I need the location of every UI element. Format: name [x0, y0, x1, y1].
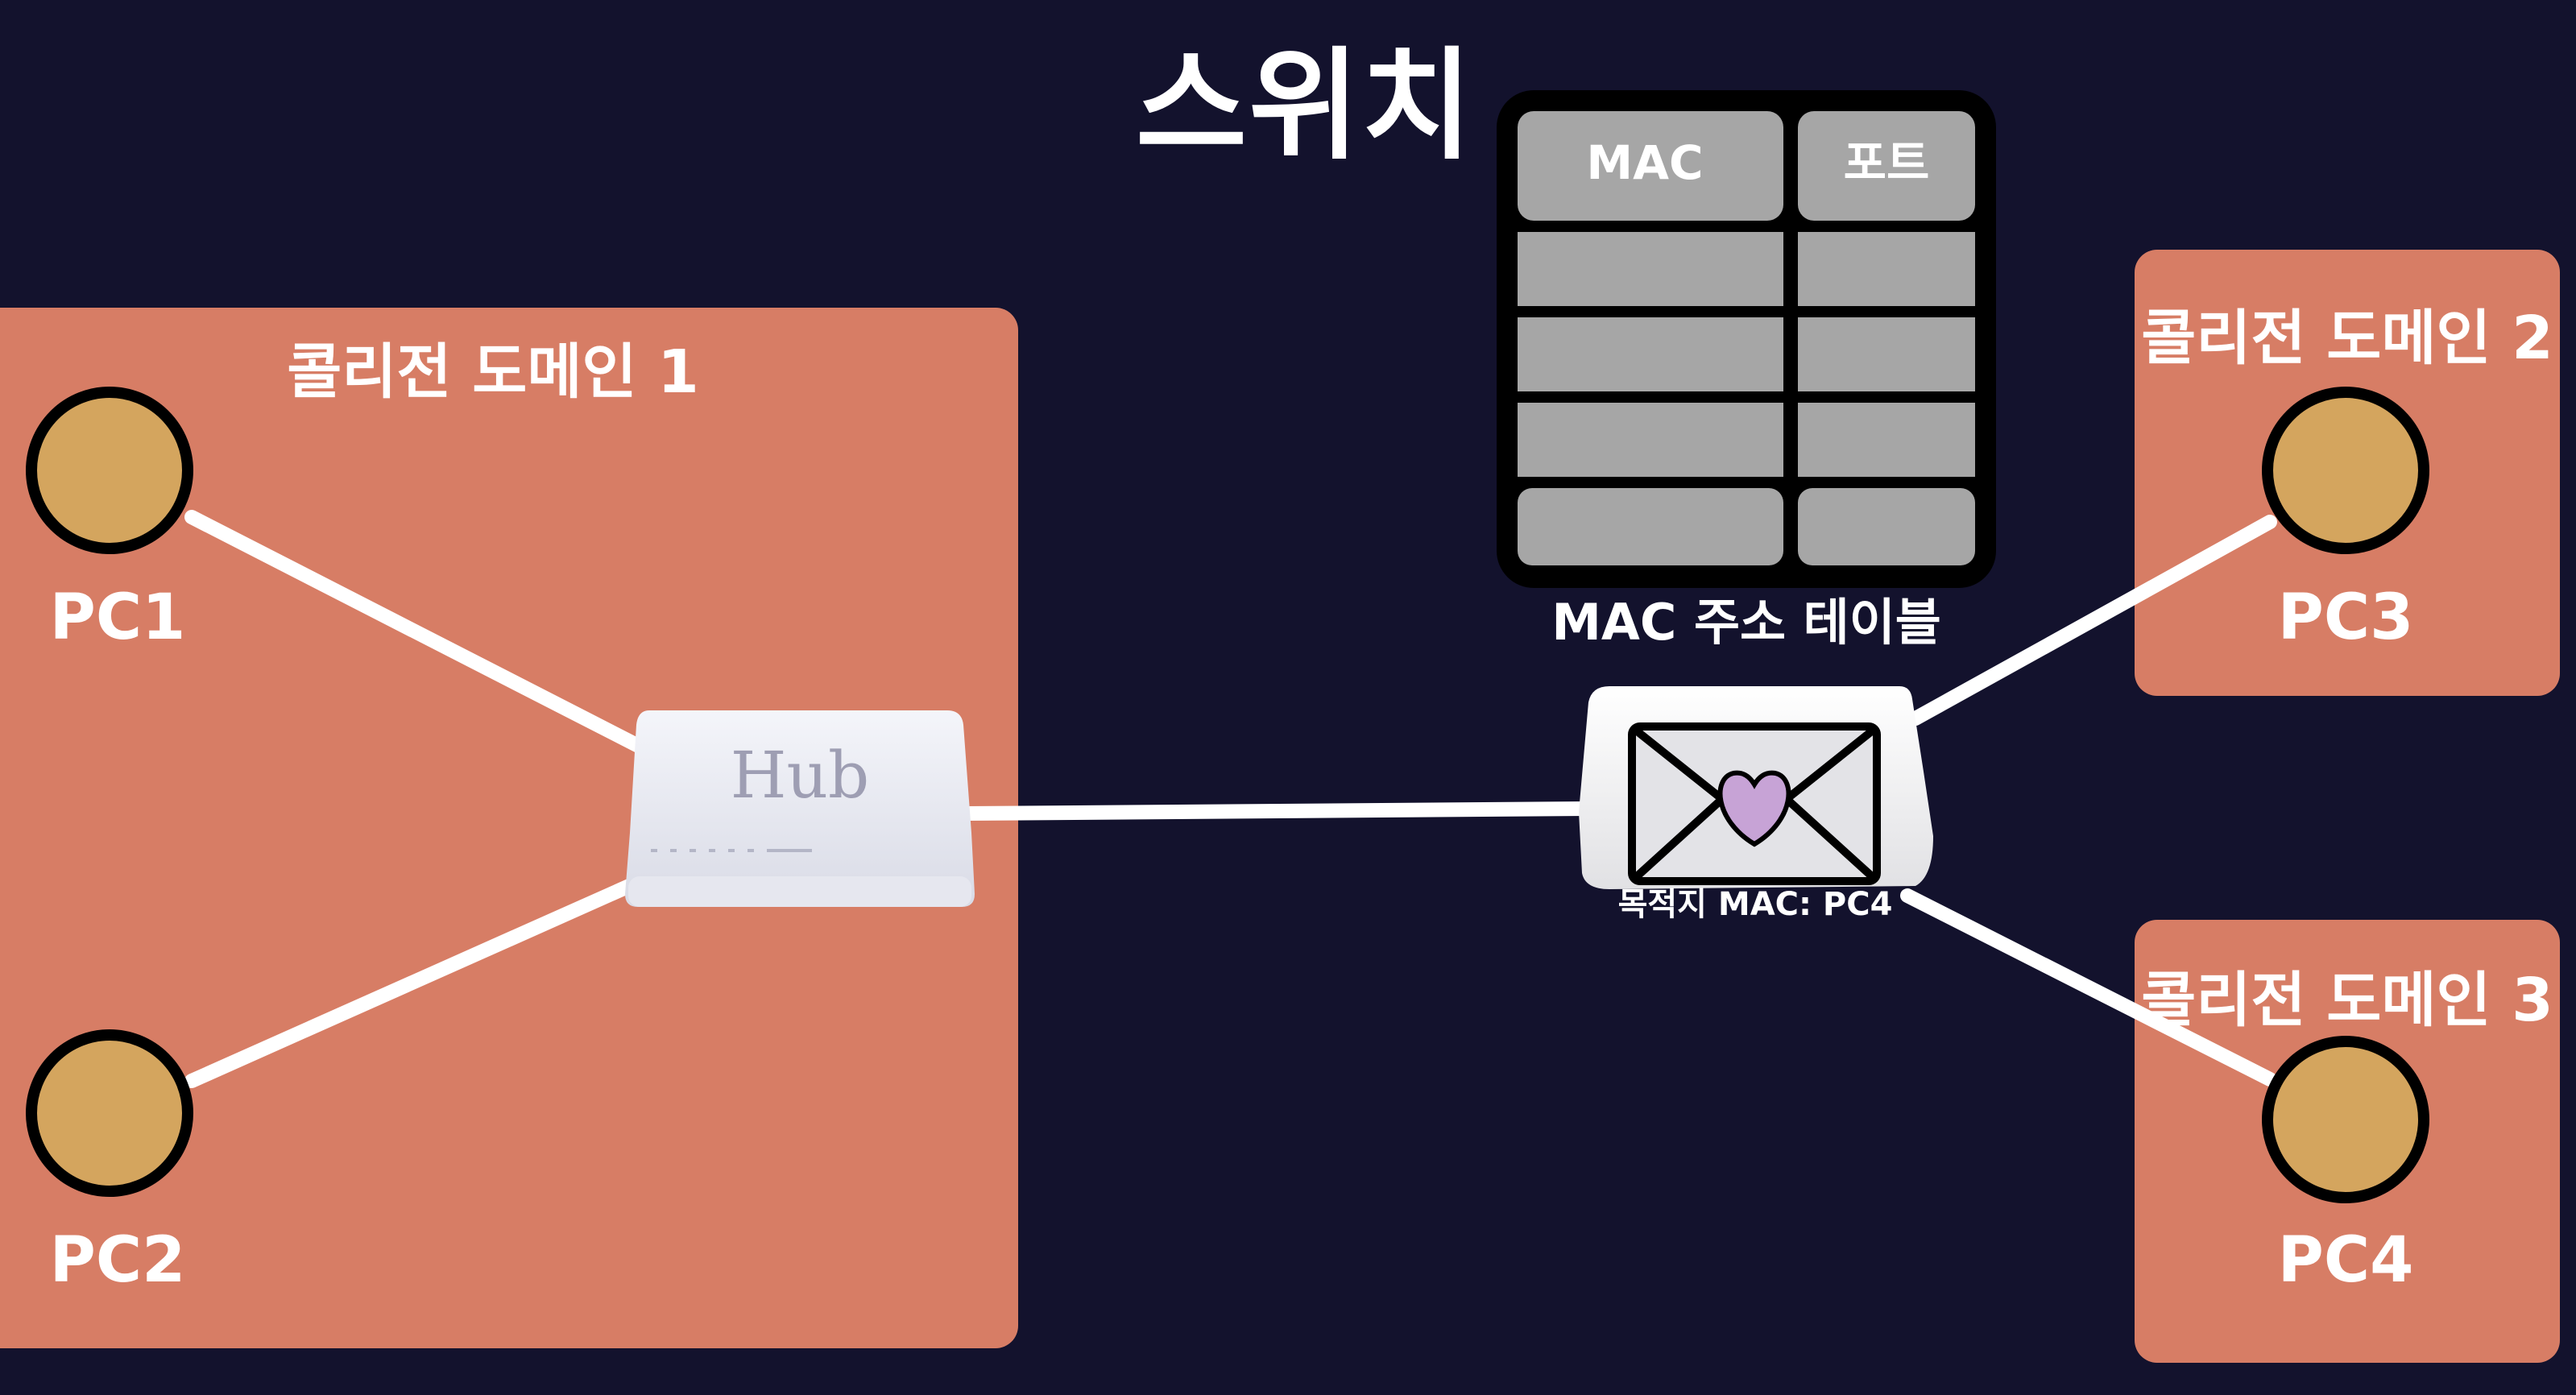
collision-domain-3-label: 콜리전 도메인 3: [2141, 966, 2553, 1035]
link-switch-pc4: [1900, 888, 2277, 1087]
hub-port-leds: [651, 849, 812, 852]
pc1-label: PC1: [49, 582, 186, 654]
table-cell: [1518, 232, 1783, 306]
table-header-mac: MAC: [1586, 135, 1703, 190]
collision-domain-1-label: 콜리전 도메인 1: [287, 337, 699, 407]
pc4-label: PC4: [2277, 1224, 2414, 1297]
pc3-node: [2262, 387, 2429, 554]
pc3-label: PC3: [2277, 582, 2414, 654]
table-cell: [1518, 403, 1783, 477]
table-cell: [1518, 317, 1783, 391]
destination-mac-label: 목적지 MAC: PC4: [1617, 886, 1893, 923]
table-cell: [1798, 317, 1975, 391]
pc2-node: [26, 1029, 193, 1197]
link-hub-switch: [959, 801, 1594, 821]
link-switch-pc3: [1908, 515, 2277, 726]
envelope-icon: [1628, 722, 1881, 885]
link-pc1-hub: [184, 510, 658, 760]
table-header-cell: [1518, 111, 1783, 221]
table-cell: [1798, 232, 1975, 306]
mac-address-table: MAC 포트: [1497, 90, 1996, 588]
table-header-port: 포트: [1844, 135, 1930, 190]
link-pc2-hub: [184, 869, 658, 1088]
pc2-label: PC2: [49, 1224, 186, 1297]
table-cell: [1518, 488, 1783, 565]
table-cell: [1798, 488, 1975, 565]
page-title: 스위치: [1135, 36, 1474, 176]
table-cell: [1798, 403, 1975, 477]
hub-device: Hub: [625, 710, 975, 907]
collision-domain-2: 콜리전 도메인 2: [2135, 250, 2560, 696]
switch-device: [1579, 686, 1933, 889]
pc1-node: [26, 387, 193, 554]
hub-label: Hub: [731, 738, 870, 813]
heart-seal: [1717, 770, 1791, 847]
table-header-cell: [1798, 111, 1975, 221]
mac-table-label: MAC 주소 테이블: [1551, 593, 1941, 652]
collision-domain-2-label: 콜리전 도메인 2: [2141, 304, 2553, 373]
pc4-node: [2262, 1036, 2429, 1203]
